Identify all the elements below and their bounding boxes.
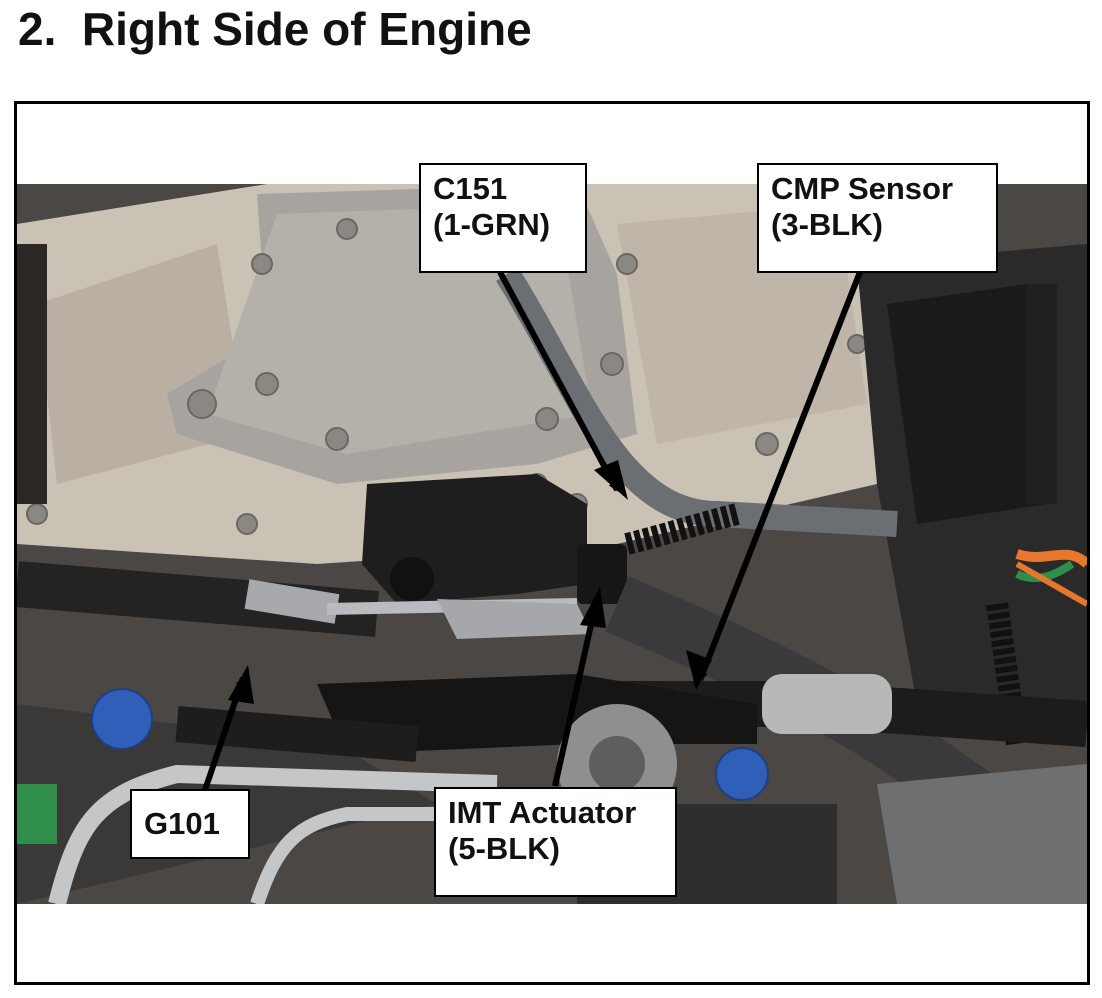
callout-g101-line1: G101	[144, 806, 220, 841]
page-title: 2. Right Side of Engine	[18, 3, 532, 55]
callout-cmp-sensor: CMP Sensor (3-BLK)	[757, 163, 998, 273]
callout-imt-actuator: IMT Actuator (5-BLK)	[434, 787, 677, 897]
callout-cmp-sensor-line1: CMP Sensor	[771, 171, 954, 206]
callout-cmp-sensor-line2: (3-BLK)	[771, 207, 883, 242]
callout-c151-line2: (1-GRN)	[433, 207, 551, 242]
callout-c151-line1: C151	[433, 171, 508, 206]
callout-imt-actuator-line2: (5-BLK)	[448, 831, 560, 866]
callout-g101: G101	[130, 789, 250, 859]
callout-imt-actuator-line1: IMT Actuator	[448, 795, 637, 830]
callout-c151: C151 (1-GRN)	[419, 163, 587, 273]
